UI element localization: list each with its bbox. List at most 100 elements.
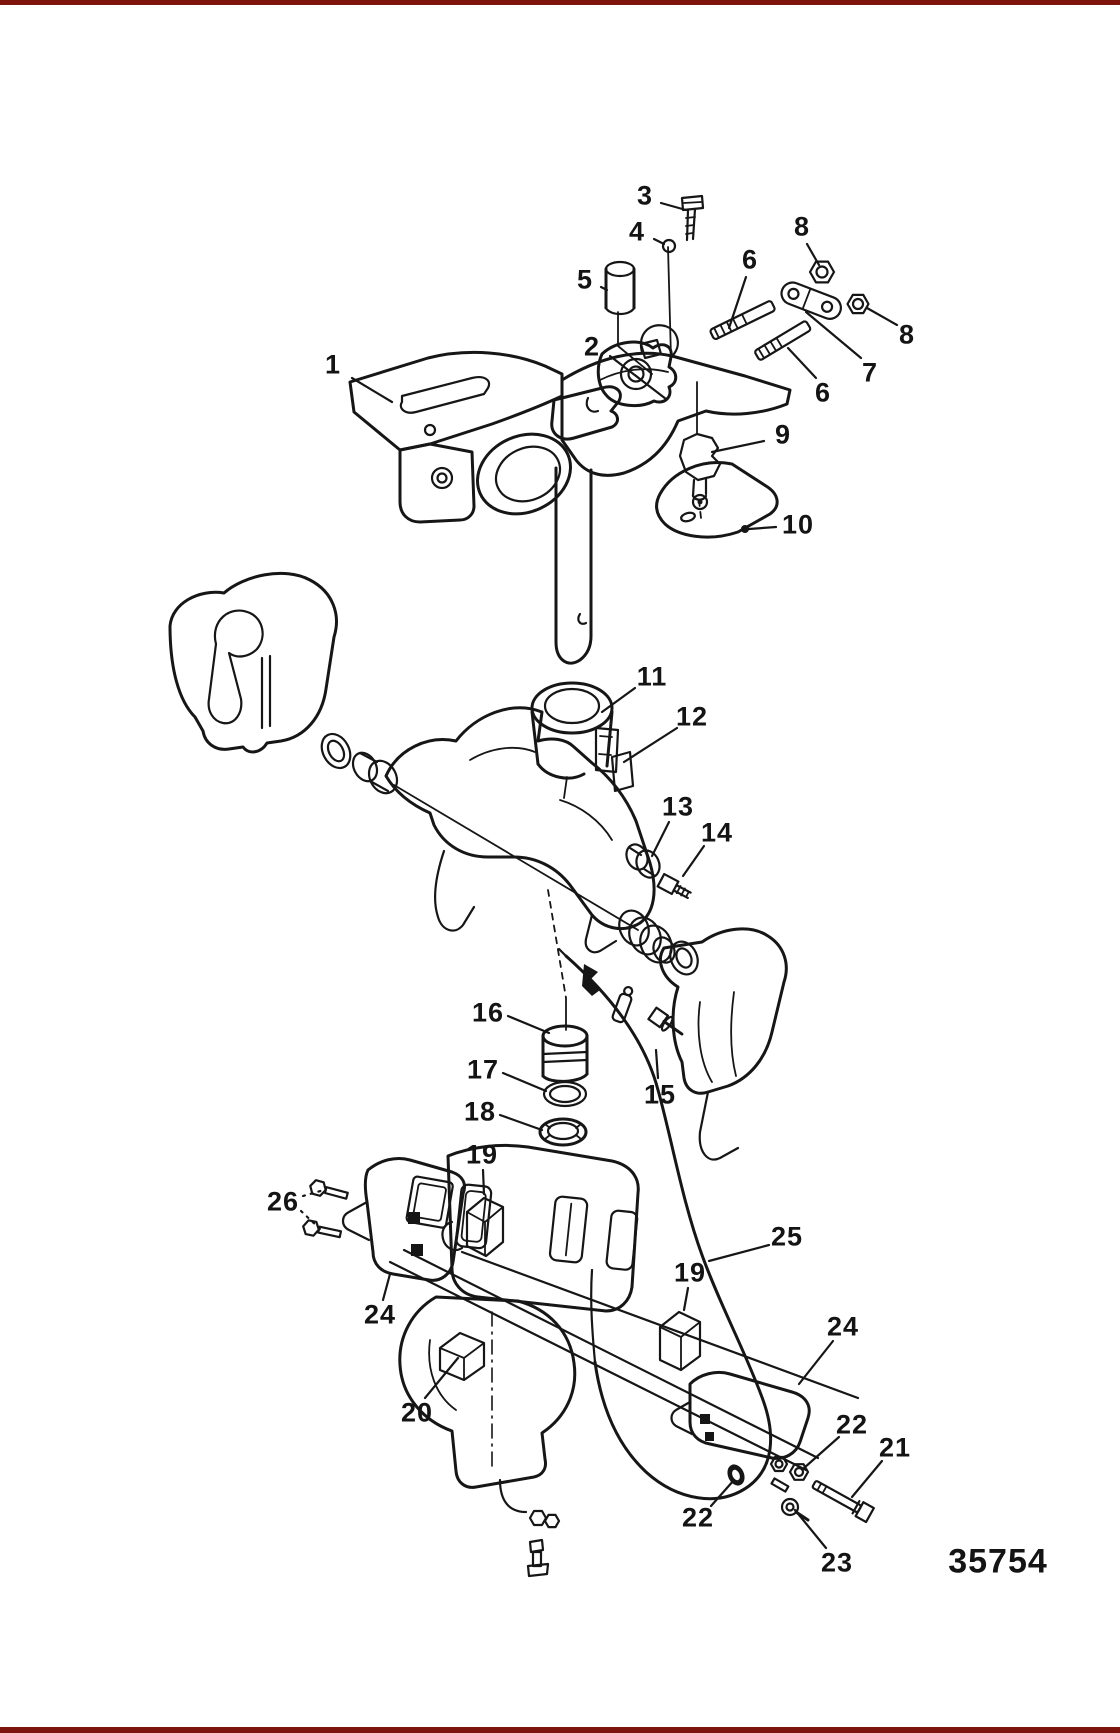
part-11-bushing-art (530, 681, 620, 799)
part-26-bolt-art (309, 1179, 349, 1200)
callout-6: 6 (814, 377, 832, 408)
callout-20: 20 (400, 1397, 434, 1428)
callout-5: 5 (576, 264, 594, 295)
leader-line-6 (786, 346, 818, 380)
leader-line-11 (600, 686, 637, 714)
callout-21: 21 (878, 1432, 912, 1463)
leader-line-4 (652, 237, 666, 246)
callout-11: 11 (636, 661, 668, 692)
part-8-nut-art (808, 260, 870, 315)
part-21-bolt-art (811, 1480, 875, 1524)
part-22-washer-art (727, 1464, 745, 1486)
part-15-bolt-art (582, 964, 684, 1036)
scan-edge-bottom (0, 1727, 1120, 1733)
leader-line-6 (727, 275, 748, 330)
part-9-friction-art (678, 381, 722, 519)
part-19-mount-art (465, 1196, 505, 1258)
part-22-nut-art (769, 1455, 810, 1493)
part-5-sleeve-art (604, 260, 636, 316)
callout-3: 3 (636, 180, 654, 211)
leader-line-21 (850, 1459, 884, 1499)
callout-24: 24 (826, 1311, 860, 1342)
callout-19: 19 (465, 1139, 499, 1170)
callout-22: 22 (835, 1409, 869, 1440)
swivel-bracket-art (384, 706, 656, 1031)
callout-1: 1 (324, 349, 342, 380)
clamp-bracket-port-art (168, 571, 338, 754)
callout-6: 6 (741, 244, 759, 275)
part-1-steering-arm-art (348, 324, 792, 665)
leader-line-25 (707, 1243, 771, 1263)
part-2-bracket-art (550, 246, 678, 441)
part-13-grommet-art (625, 843, 661, 879)
through-bolt-lines-art (388, 1248, 860, 1472)
callout-13: 13 (661, 791, 695, 822)
callout-23: 23 (820, 1547, 854, 1578)
part-10-plate-art (655, 461, 779, 539)
leader-line-18 (498, 1113, 544, 1132)
part-7-link-art (780, 281, 842, 320)
washer-art (669, 940, 699, 976)
leader-line-12 (622, 726, 679, 764)
leader-line-8 (805, 242, 821, 267)
drawing-number: 35754 (948, 1542, 1048, 1581)
part-16-mount-art (541, 1024, 589, 1083)
leader-line-17 (501, 1071, 548, 1093)
callout-4: 4 (628, 216, 646, 247)
leader-line-22 (802, 1435, 841, 1470)
part-6-stud-art (754, 320, 812, 361)
leader-line-14 (681, 844, 706, 878)
part-14-screw-art (656, 872, 692, 900)
part-24-bracket-left-art (341, 1156, 467, 1282)
callout-12: 12 (675, 701, 709, 732)
clamp-bracket-starboard-art (659, 927, 788, 1161)
leader-line-1 (350, 376, 394, 404)
leader-line-15 (654, 1048, 660, 1080)
leader-line-26 (301, 1188, 326, 1198)
leader-line-8 (865, 306, 899, 327)
part-4-ball-art (661, 238, 677, 254)
part-19-mount-art (658, 1310, 702, 1372)
callout-8: 8 (898, 319, 916, 350)
part-3-screw-art (680, 194, 705, 242)
callout-10: 10 (781, 509, 815, 540)
part-25-cable-art (557, 947, 773, 1501)
leader-line-22 (709, 1478, 736, 1508)
leader-line-3 (659, 201, 688, 212)
part-6-stud-art (709, 300, 776, 341)
scan-edge-top (0, 0, 1120, 5)
leader-line-9 (710, 439, 766, 454)
part-18-seal-art (538, 1117, 588, 1147)
leader-line-24 (381, 1272, 392, 1302)
part-24-bracket-right-art (670, 1370, 811, 1460)
part-12-slide-art (610, 750, 635, 793)
leader-line-19 (481, 1168, 486, 1196)
part-20-mount-art (438, 1331, 486, 1382)
leader-line-24 (797, 1339, 835, 1386)
leader-line-2 (608, 354, 668, 401)
callout-26: 26 (266, 1186, 300, 1217)
driveshaft-housing-art (398, 1143, 640, 1578)
leader-line-16 (506, 1014, 551, 1035)
callout-19: 19 (673, 1257, 707, 1288)
leader-line-13 (650, 820, 671, 858)
part-26-bolt-art (302, 1219, 343, 1239)
callout-25: 25 (770, 1221, 804, 1252)
callout-8: 8 (793, 211, 811, 242)
leader-line-10 (747, 525, 778, 531)
callout-24: 24 (363, 1299, 397, 1330)
leader-line-7 (804, 310, 863, 360)
leader-line-23 (793, 1508, 828, 1550)
callout-17: 17 (466, 1054, 500, 1085)
callout-18: 18 (463, 1096, 497, 1127)
callout-7: 7 (861, 357, 879, 388)
callout-22: 22 (681, 1502, 715, 1533)
leader-line-20 (423, 1356, 460, 1400)
part-17-oring-art (542, 1080, 588, 1108)
callout-2: 2 (583, 331, 601, 362)
callout-9: 9 (774, 419, 792, 450)
leader-line-19 (682, 1286, 690, 1312)
callout-15: 15 (643, 1079, 677, 1110)
